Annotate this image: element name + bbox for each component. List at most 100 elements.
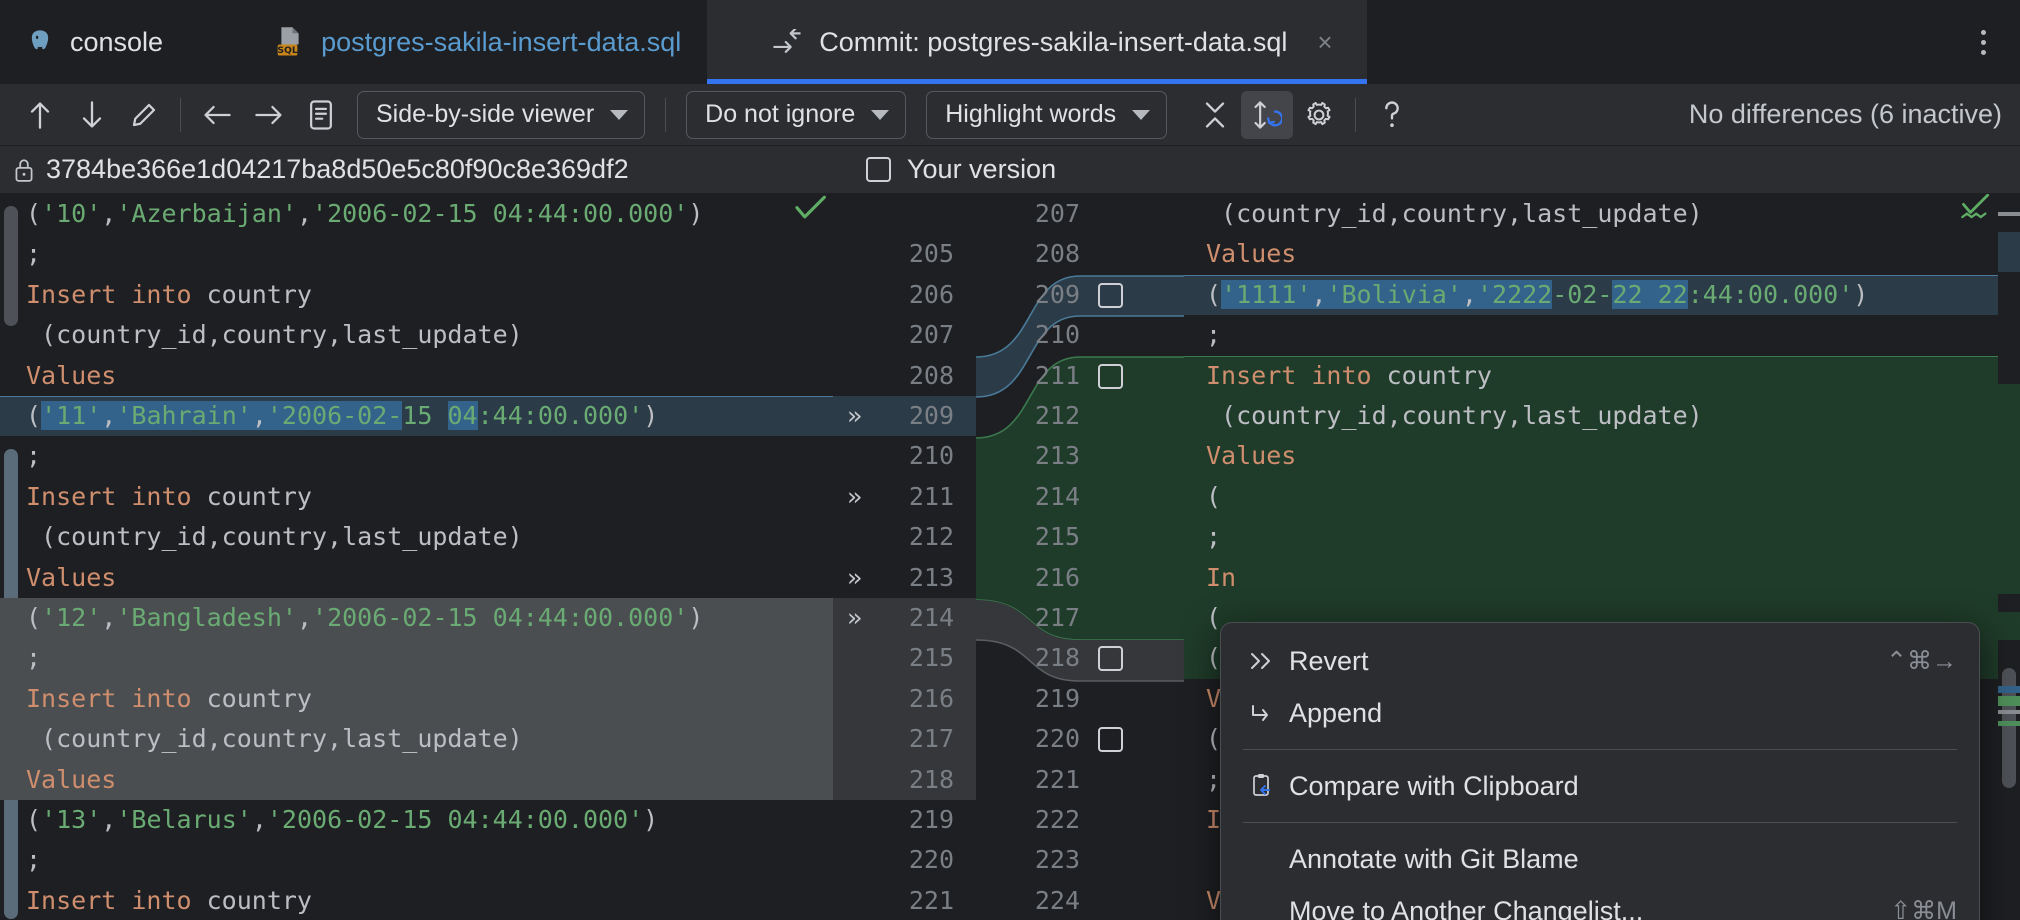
tab-console[interactable]: console xyxy=(0,0,189,84)
code-segment: Insert into xyxy=(26,481,192,511)
code-segment: , xyxy=(296,199,313,228)
show-diff-in-editor-button[interactable] xyxy=(295,91,347,139)
svg-text:SQL: SQL xyxy=(277,45,297,56)
diff-settings-button[interactable] xyxy=(1293,91,1345,139)
code-segment: Values xyxy=(1206,441,1297,471)
code-segment: '2006-02-15 04:44:00.000' xyxy=(266,805,644,834)
line-number: 221 xyxy=(833,881,976,920)
diff-connector-shapes xyxy=(976,275,1184,682)
more-vertical-icon[interactable] xyxy=(1968,20,1998,64)
previous-difference-button[interactable] xyxy=(14,91,66,139)
code-segment: '2006-02-15 04:44:00.000' xyxy=(312,199,689,228)
code-segment: ; xyxy=(1206,320,1222,350)
menu-item-append[interactable]: Append xyxy=(1221,687,1979,739)
code-line[interactable]: ; xyxy=(0,840,833,880)
code-line[interactable]: ('1111','Bolivia','2222-02-22 22:44:00.0… xyxy=(1184,274,2020,316)
code-line[interactable]: Insert into country xyxy=(0,477,833,517)
code-line[interactable]: ; xyxy=(0,436,833,476)
code-line[interactable]: ( xyxy=(1184,476,2020,518)
revert-chevrons-icon[interactable]: » xyxy=(847,401,863,430)
edit-button[interactable] xyxy=(118,91,170,139)
code-line[interactable]: (country_id,country,last_update) xyxy=(0,517,833,557)
code-line[interactable]: Values xyxy=(0,356,833,396)
highlight-policy-dropdown[interactable]: Highlight words xyxy=(926,90,1168,139)
code-line[interactable]: In xyxy=(1184,557,2020,598)
code-line[interactable]: Values xyxy=(0,759,833,800)
include-line-checkbox[interactable] xyxy=(1098,282,1123,308)
right-vertical-scrollbar[interactable] xyxy=(1998,194,2020,920)
navigate-forward-button[interactable] xyxy=(243,91,295,139)
code-line[interactable]: Values xyxy=(0,558,833,598)
synchronize-scroll-toggle[interactable] xyxy=(1241,90,1294,139)
tab-commit-postgres-sakila-insert-data-sql[interactable]: Commit: postgres-sakila-insert-data.sql … xyxy=(707,0,1367,84)
code-line[interactable]: Insert into country xyxy=(0,275,833,315)
code-line[interactable]: Values xyxy=(1184,436,2020,477)
code-segment: ; xyxy=(1206,522,1222,552)
code-line[interactable]: (country_id,country,last_update) xyxy=(1184,194,2020,234)
code-line[interactable]: ('12','Bangladesh','2006-02-15 04:44:00.… xyxy=(0,598,833,639)
menu-item-annotate-with-git-blame[interactable]: Annotate with Git Blame xyxy=(1221,833,1979,885)
code-line[interactable]: Values xyxy=(1184,234,2020,274)
menu-item-move-to-another-changelist[interactable]: Move to Another Changelist...⇧⌘M xyxy=(1221,885,1979,920)
arrow-left-icon xyxy=(204,105,231,124)
menu-item-revert[interactable]: Revert⌃⌘→ xyxy=(1221,635,1979,687)
line-number: 220 xyxy=(1034,724,1080,754)
menu-item-compare-with-clipboard[interactable]: Compare with Clipboard xyxy=(1221,760,1979,812)
ignore-policy-label: Do not ignore xyxy=(705,100,856,128)
navigate-back-button[interactable] xyxy=(191,91,243,139)
code-segment: country xyxy=(1371,360,1492,390)
tab-close-icon[interactable]: × xyxy=(1317,27,1333,57)
clipboard-compare-icon xyxy=(1249,773,1289,799)
menu-item-shortcut: ⌃⌘→ xyxy=(1886,647,1957,675)
code-line[interactable]: (country_id,country,last_update) xyxy=(0,315,833,355)
line-number: 208 xyxy=(1034,239,1080,269)
line-number: 208 xyxy=(833,356,976,396)
ignore-policy-dropdown[interactable]: Do not ignore xyxy=(686,90,907,139)
code-line[interactable]: Insert into country xyxy=(0,881,833,920)
line-number: »211 xyxy=(833,477,976,517)
code-segment: country xyxy=(191,885,312,915)
include-line-checkbox[interactable] xyxy=(1098,363,1123,389)
line-number: 207 xyxy=(1034,199,1080,228)
scrollbar-marker xyxy=(1998,686,2020,693)
code-line[interactable]: ; xyxy=(1184,760,2020,800)
inspection-ok-check-icon[interactable] xyxy=(1958,194,1992,224)
inspection-ok-check-icon[interactable] xyxy=(793,194,827,224)
code-line[interactable]: ('13','Belarus','2006-02-15 04:44:00.000… xyxy=(0,800,833,840)
revert-chevrons-icon[interactable]: » xyxy=(847,481,863,511)
viewer-mode-dropdown[interactable]: Side-by-side viewer xyxy=(357,90,646,139)
commit-arrow-icon xyxy=(773,29,801,53)
next-difference-button[interactable] xyxy=(66,91,118,139)
code-line[interactable]: ; xyxy=(1184,517,2020,558)
include-line-checkbox[interactable] xyxy=(1098,646,1123,672)
code-line[interactable]: ; xyxy=(1184,315,2020,355)
code-line[interactable]: (country_id,country,last_update) xyxy=(0,719,833,760)
code-line[interactable]: (country_id,country,last_update) xyxy=(1184,396,2020,437)
word-highlight-segment: '2222 xyxy=(1476,279,1553,309)
code-line[interactable]: ('11','Bahrain','2006-02-15 04:44:00.000… xyxy=(0,396,833,437)
tab-postgres-sakila-insert-data-sql[interactable]: SQL postgres-sakila-insert-data.sql xyxy=(189,0,707,84)
revert-chevrons-icon[interactable]: » xyxy=(847,562,863,592)
code-line[interactable]: Insert into country xyxy=(1184,355,2020,396)
code-line[interactable]: ('10','Azerbaijan','2006-02-15 04:44:00.… xyxy=(0,194,833,234)
word-highlight-segment: '2006-02- xyxy=(266,401,403,430)
scrollbar-marker xyxy=(1998,232,2020,272)
code-line[interactable]: ; xyxy=(0,234,833,274)
collapse-unchanged-button[interactable] xyxy=(1189,91,1241,139)
code-line[interactable]: ; xyxy=(0,638,833,679)
your-version-checkbox[interactable] xyxy=(866,157,891,182)
document-icon xyxy=(310,99,332,130)
arrow-down-icon xyxy=(82,100,102,128)
revert-chevrons-icon[interactable]: » xyxy=(847,603,863,632)
include-line-checkbox[interactable] xyxy=(1098,727,1123,753)
commit-hash-label: 3784be366e1d04217ba8d50e5c80f90c8e369df2 xyxy=(46,154,629,184)
diff-status-text: No differences (6 inactive) xyxy=(1688,99,2002,129)
code-line[interactable]: Insert into country xyxy=(0,678,833,720)
left-scrollbar-thumb[interactable] xyxy=(4,206,18,326)
synchronize-scroll-icon xyxy=(1254,100,1283,129)
left-diff-pane[interactable]: ('10','Azerbaijan','2006-02-15 04:44:00.… xyxy=(0,194,833,920)
help-button[interactable] xyxy=(1366,91,1418,139)
arrow-right-icon xyxy=(255,105,282,124)
